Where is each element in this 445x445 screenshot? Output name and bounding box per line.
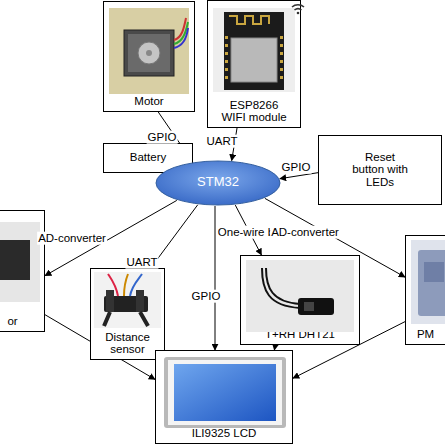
interface-label: UART: [205, 135, 238, 148]
mcu-ellipse: STM32: [155, 160, 281, 206]
signal-arrow: [280, 173, 318, 179]
interface-label: GPIO: [147, 131, 178, 144]
mcu-label: STM32: [197, 175, 239, 189]
sensor-photo: [0, 222, 40, 302]
interface-label: UART: [125, 256, 158, 269]
interface-label: GPIO: [191, 290, 222, 303]
device-label: T+RH DHT21: [265, 328, 335, 341]
device-label: or: [7, 315, 17, 328]
sensor-box: PM: [405, 235, 445, 345]
device-box: Motor: [103, 1, 195, 112]
device-label: PM: [417, 328, 434, 341]
device-box: ESP8266 WIFI module: [207, 0, 301, 128]
wifi-module-photo: [213, 8, 295, 92]
sensor-box: or: [0, 210, 45, 332]
device-label: ILI9325 LCD: [192, 427, 257, 440]
display-box: ILI9325 LCD: [155, 350, 293, 444]
interface-label: AD-converter: [37, 232, 107, 245]
pm-sensor-photo: [411, 240, 445, 324]
humidity-sensor-photo: [246, 260, 354, 332]
signal-arrow: [215, 206, 216, 350]
sensor-box: Distance sensor: [90, 268, 165, 360]
motor-photo: [109, 8, 189, 94]
device-label: Distance sensor: [100, 331, 155, 356]
device-label: Reset button with LEDs: [350, 151, 410, 189]
device-box: Reset button with LEDs: [318, 135, 442, 205]
wifi-symbol: [292, 5, 304, 15]
sensor-box: T+RH DHT21: [240, 255, 360, 345]
device-label: Motor: [134, 95, 163, 108]
distance-sensor-photo: [94, 272, 161, 328]
lcd-photo: [164, 357, 286, 428]
device-label: ESP8266 WIFI module: [221, 99, 287, 124]
mcu-ellipse-shape: [156, 161, 280, 205]
interface-label: AD-converter: [270, 226, 340, 239]
interface-label: GPIO: [281, 161, 312, 174]
device-label: Battery: [130, 151, 166, 164]
